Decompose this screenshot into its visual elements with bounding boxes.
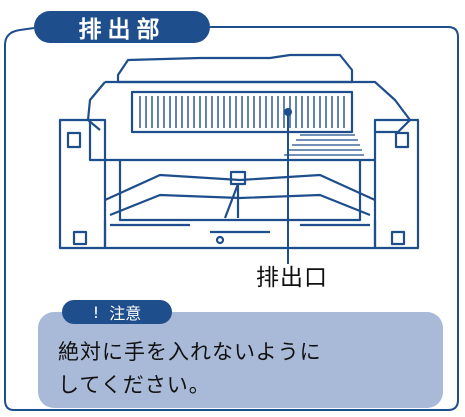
caution-text-line1: 絶対に手を入れないように	[58, 340, 322, 364]
exclamation-icon: !	[92, 302, 100, 322]
exit-grille	[139, 96, 345, 128]
exit-port-label: 排出口	[256, 265, 328, 291]
caution-text-line2: してください。	[58, 373, 211, 397]
printer-illustration	[58, 53, 420, 250]
outer-border	[4, 26, 459, 411]
caution-text: 絶対に手を入れないように してください。	[58, 336, 438, 402]
caution-label: 注意	[109, 304, 142, 323]
caution-box	[38, 312, 443, 408]
section-title-text: 排出部	[78, 17, 166, 43]
callout-dot	[284, 108, 292, 116]
section-title: 排出部	[34, 11, 210, 43]
caution-badge: ! 注意	[62, 300, 172, 324]
